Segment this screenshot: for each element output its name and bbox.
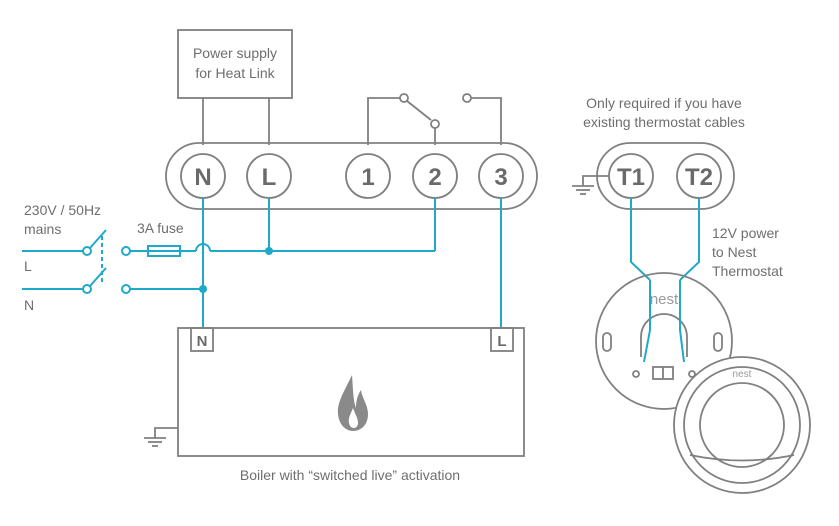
power-12v-label-line1: 12V power xyxy=(712,225,779,241)
nest-base-logo: nest xyxy=(650,291,679,308)
thermostat-note-line1: Only required if you have xyxy=(586,95,742,111)
heat-link-terminal-1: 1 xyxy=(345,153,391,199)
mains-label-line1: 230V / 50Hz xyxy=(24,202,101,218)
mains-label-line2: mains xyxy=(24,221,61,237)
relay-switch xyxy=(367,93,502,145)
boiler-earth-ground-icon xyxy=(144,427,178,447)
boiler-caption: Boiler with “switched live” activation xyxy=(240,467,460,483)
svg-text:3: 3 xyxy=(494,164,507,191)
thermostat-terminal-block: T1 T2 xyxy=(596,142,735,210)
thermostat-terminal-t1: T1 xyxy=(608,153,654,199)
thermostat-note-line2: existing thermostat cables xyxy=(583,114,745,130)
power-12v-label-line2: to Nest xyxy=(712,244,756,260)
boiler-terminal-n: N xyxy=(190,327,214,352)
mains-live-label: L xyxy=(24,258,32,274)
power-supply-label-line1: Power supply xyxy=(193,45,277,61)
power-supply-box: Power supply for Heat Link xyxy=(177,29,293,99)
thermostat-wires xyxy=(630,198,700,281)
svg-text:1: 1 xyxy=(361,164,374,191)
flame-icon xyxy=(337,375,368,431)
fuse-label: 3A fuse xyxy=(137,220,184,236)
live-wire xyxy=(22,198,502,328)
heat-link-terminal-n: N xyxy=(180,153,226,199)
earth-ground-icon xyxy=(572,175,609,195)
boiler-terminal-l: L xyxy=(490,327,514,352)
svg-text:L: L xyxy=(497,333,506,350)
neutral-wire xyxy=(22,198,207,328)
svg-text:N: N xyxy=(194,164,211,191)
mains-neutral-label: N xyxy=(24,297,34,313)
heat-link-terminal-l: L xyxy=(246,153,292,199)
power-12v-label-line3: Thermostat xyxy=(712,263,783,279)
power-supply-label-line2: for Heat Link xyxy=(195,65,275,81)
svg-text:T2: T2 xyxy=(685,164,713,191)
svg-text:L: L xyxy=(262,164,277,191)
nest-thermostat-display: nest xyxy=(673,356,811,494)
heat-link-terminal-block: N L 1 2 3 xyxy=(165,142,538,210)
svg-text:T1: T1 xyxy=(617,164,645,191)
nest-display-logo: nest xyxy=(733,369,752,380)
svg-text:2: 2 xyxy=(428,164,441,191)
nest-thermostat-base: nest xyxy=(595,272,733,410)
svg-text:N: N xyxy=(197,333,208,350)
thermostat-terminal-t2: T2 xyxy=(676,153,722,199)
heat-link-terminal-3: 3 xyxy=(478,153,524,199)
boiler: N L xyxy=(177,327,525,457)
heat-link-terminal-2: 2 xyxy=(412,153,458,199)
